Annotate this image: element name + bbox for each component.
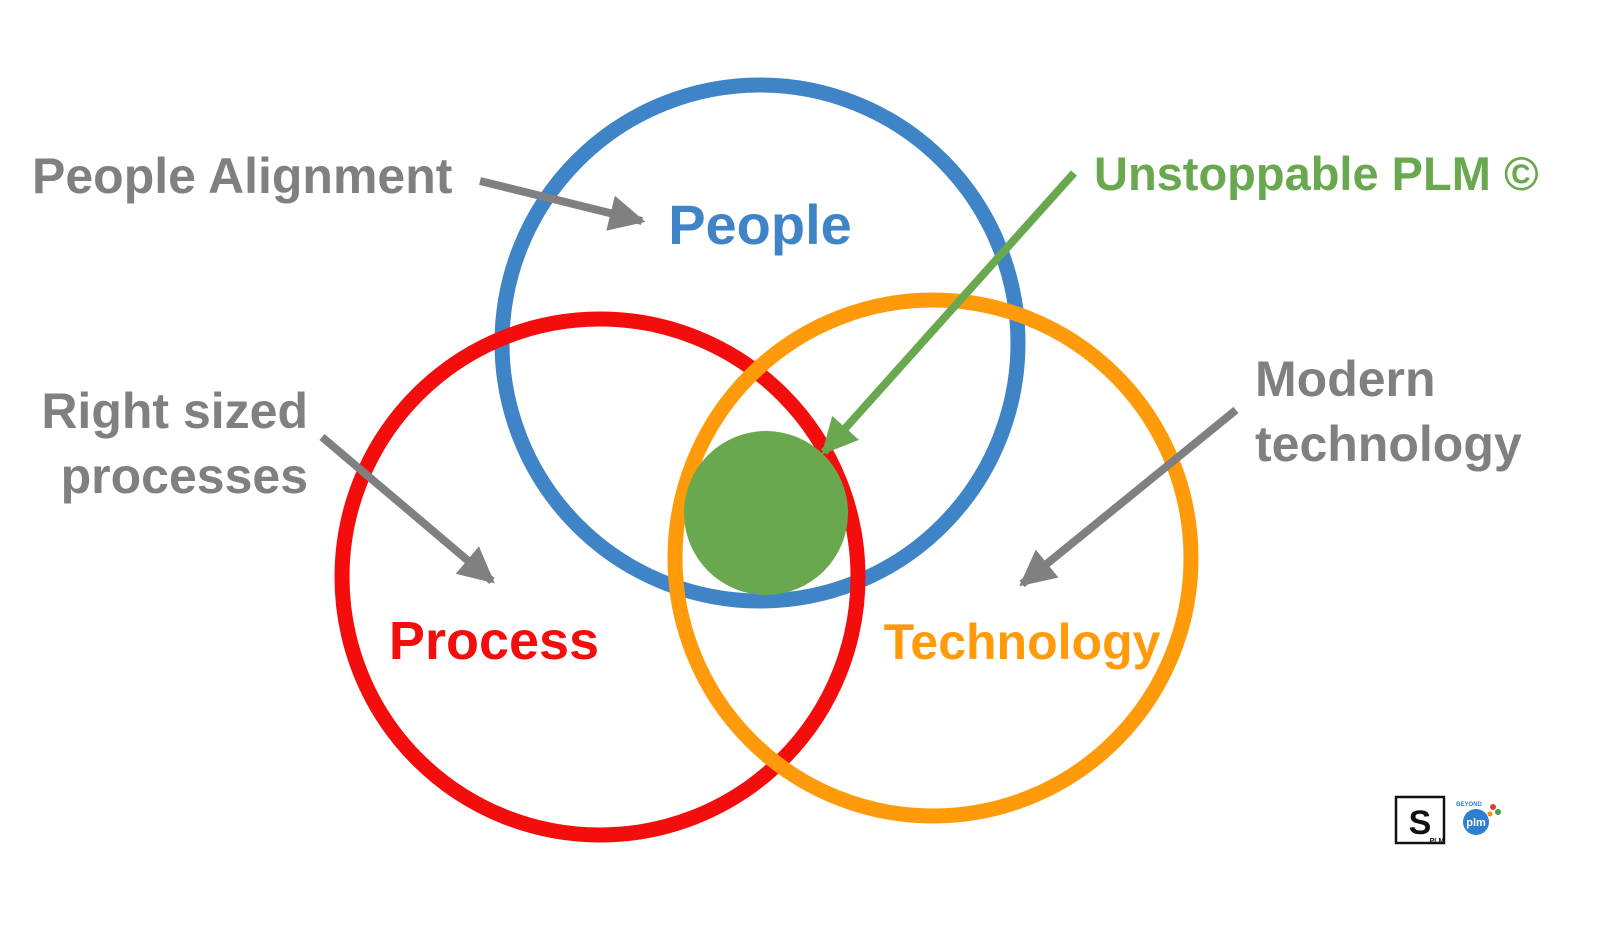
- splm-logo-caption: PLM: [1430, 838, 1445, 845]
- beyond-plm-dot-orange: [1487, 811, 1493, 817]
- technology-label: Technology: [884, 614, 1161, 670]
- splm-logo-letter: S: [1409, 804, 1432, 842]
- modern-technology-callout-line1: Modern: [1255, 351, 1436, 407]
- beyond-plm-dot-green: [1495, 809, 1501, 815]
- unstoppable-center-dot: [684, 431, 848, 595]
- beyond-plm-mark-text: plm: [1466, 817, 1486, 829]
- modern-technology-arrow: [1019, 406, 1239, 588]
- technology-circle: [667, 292, 1199, 824]
- process-label: Process: [389, 611, 599, 671]
- beyond-plm-mark: [1463, 809, 1489, 835]
- beyond-plm-logo: plm BEYOND: [1456, 802, 1501, 835]
- right-sized-callout-line2: processes: [61, 448, 308, 504]
- unstoppable-plm-callout: Unstoppable PLM ©: [1094, 147, 1539, 200]
- people-alignment-arrow: [479, 177, 646, 231]
- right-sized-callout-line1: Right sized: [41, 383, 308, 439]
- people-label: People: [668, 193, 852, 256]
- right-sized-arrow: [319, 433, 495, 585]
- beyond-plm-dot-red: [1490, 804, 1496, 810]
- unstoppable-plm-arrow: [821, 170, 1077, 455]
- people-alignment-callout: People Alignment: [32, 148, 453, 204]
- modern-technology-callout-line2: technology: [1255, 416, 1522, 472]
- splm-logo: S PLM: [1394, 795, 1446, 845]
- beyond-plm-caption: BEYOND: [1456, 802, 1482, 808]
- process-circle: [334, 311, 866, 843]
